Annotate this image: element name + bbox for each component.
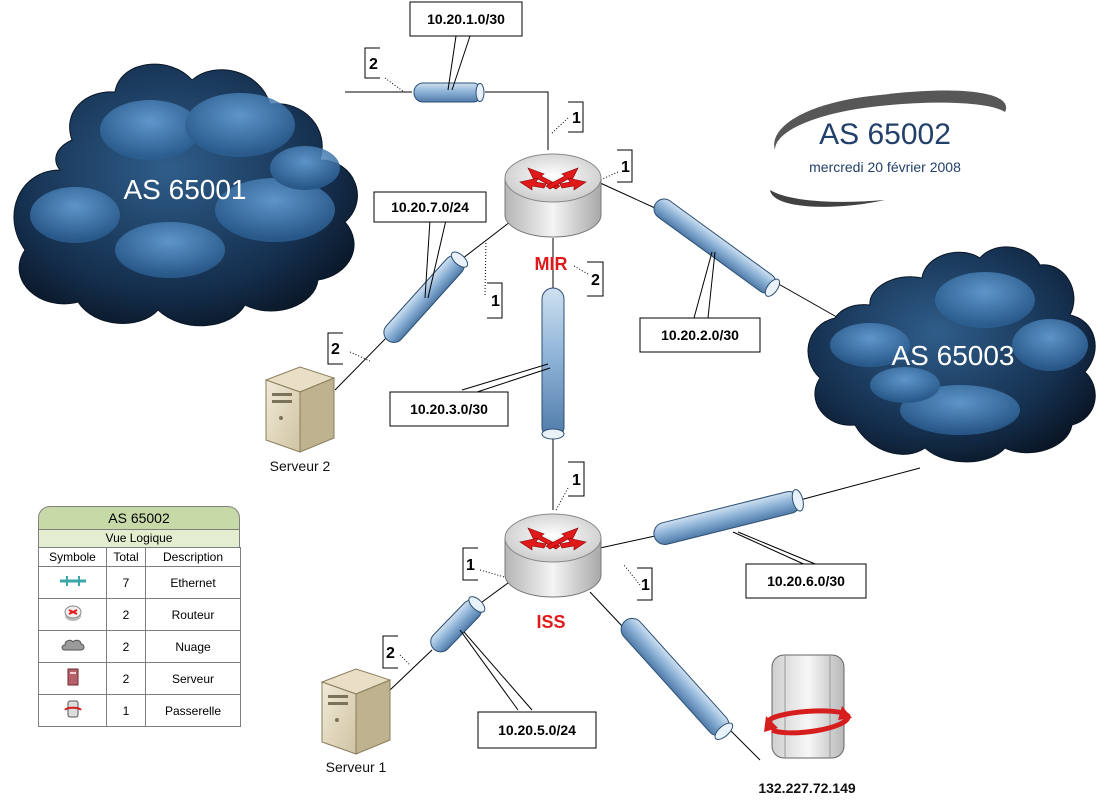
legend-row: 1 Passerelle [38, 694, 241, 727]
subnet-label-n1: 10.20.1.0/30 [409, 1, 523, 37]
link-mir-n2 [597, 181, 656, 209]
as65002-title-block: AS 65002 mercredi 20 février 2008 [770, 90, 1007, 207]
port-label: 1 [621, 159, 630, 176]
router-icon [38, 598, 107, 631]
legend-total: 2 [106, 630, 146, 663]
legend-row: 7 Ethernet [38, 566, 241, 599]
legend-header-description: Description [145, 547, 241, 567]
server-serveur1-label: Serveur 1 [326, 759, 387, 775]
legend-total: 1 [106, 694, 146, 727]
port-numbers: 2 1 1 1 2 2 1 1 1 2 [331, 56, 650, 662]
port-label: 1 [572, 110, 581, 127]
gateway-server[interactable]: 132.227.72.149 [758, 654, 856, 796]
swoosh-shape [774, 90, 1007, 150]
ethernet-pipe-n6[interactable] [652, 488, 806, 546]
server-serveur2[interactable]: Serveur 2 [264, 366, 336, 474]
router-mir[interactable]: MIR [504, 153, 602, 274]
port-label: 1 [641, 577, 650, 594]
link-n1-mir [485, 91, 549, 150]
server-icon [38, 662, 107, 695]
cloud-as65001-puffs [30, 93, 340, 278]
legend-header-symbole: Symbole [38, 547, 107, 567]
subnet-label-n3: 10.20.3.0/30 [389, 391, 509, 427]
router-mir-label: MIR [535, 254, 568, 274]
link-n2-cloud3 [774, 281, 843, 321]
ethernet-pipe-n3[interactable] [541, 287, 565, 440]
ethernet-pipe-n5[interactable] [427, 594, 488, 656]
legend-total: 2 [106, 662, 146, 695]
link-n5-srv1 [389, 649, 433, 691]
link-gw-server [727, 727, 761, 761]
swoosh-shape-lower [770, 190, 885, 207]
ethernet-pipe-n7[interactable] [380, 249, 470, 346]
legend-subtitle: Vue Logique [38, 530, 240, 547]
legend-row: 2 Serveur [38, 662, 241, 695]
subnet-label-n5: 10.20.5.0/24 [477, 711, 597, 749]
legend-description: Routeur [145, 598, 241, 631]
svg-text:10.20.2.0/30: 10.20.2.0/30 [661, 327, 739, 343]
port-label: 1 [572, 472, 581, 489]
subnet-leaders [424, 35, 821, 711]
svg-text:10.20.1.0/30: 10.20.1.0/30 [427, 11, 505, 27]
legend-table: AS 65002 Vue Logique Symbole Total Descr… [38, 506, 241, 732]
legend-description: Passerelle [145, 694, 241, 727]
cloud-as65003-label: AS 65003 [892, 340, 1015, 371]
link-n6-cloud3 [799, 467, 921, 501]
legend-grid: Symbole Total Description 7 Ethernet 2 R… [38, 547, 241, 727]
gateway-icon [38, 694, 107, 727]
port-label: 1 [491, 293, 500, 310]
cloud-as65001-label: AS 65001 [124, 174, 247, 205]
subnet-label-n6: 10.20.6.0/30 [745, 563, 867, 599]
link-iss-n6 [599, 535, 656, 549]
port-callouts [327, 47, 653, 669]
subnet-label-n2: 10.20.2.0/30 [639, 317, 761, 353]
legend-description: Ethernet [145, 566, 241, 599]
router-iss[interactable]: ISS [504, 513, 602, 632]
link-iss-gw [589, 591, 623, 627]
legend-description: Serveur [145, 662, 241, 695]
gateway-label: 132.227.72.149 [758, 780, 856, 796]
cloud-as65003-puffs [830, 272, 1088, 435]
ethernet-pipe-n2[interactable] [650, 195, 782, 299]
cloud-as65001[interactable]: AS 65001 [13, 63, 358, 327]
router-arrows-icon [519, 167, 587, 191]
svg-text:10.20.6.0/30: 10.20.6.0/30 [767, 573, 845, 589]
server-serveur1[interactable]: Serveur 1 [320, 668, 392, 775]
legend-total: 7 [106, 566, 146, 599]
port-label: 2 [331, 341, 340, 358]
connection-lines [334, 91, 921, 761]
link-n7-srv2 [334, 331, 393, 391]
svg-text:10.20.5.0/24: 10.20.5.0/24 [498, 722, 576, 738]
legend-header-row: Symbole Total Description [38, 547, 241, 567]
legend-description: Nuage [145, 630, 241, 663]
router-arrows-icon [519, 527, 587, 551]
port-label: 2 [386, 645, 395, 662]
legend-row: 2 Routeur [38, 598, 241, 631]
port-label: 2 [591, 272, 600, 289]
link-mir-n7 [457, 221, 511, 263]
svg-text:10.20.3.0/30: 10.20.3.0/30 [410, 401, 488, 417]
subnet-label-n7: 10.20.7.0/24 [373, 191, 487, 223]
as65002-title: AS 65002 [819, 118, 951, 151]
ethernet-icon [38, 566, 107, 599]
legend-header-total: Total [106, 547, 146, 567]
ethernet-pipe-n1[interactable] [413, 82, 485, 103]
legend-total: 2 [106, 598, 146, 631]
as65002-date: mercredi 20 février 2008 [809, 159, 961, 175]
router-iss-label: ISS [536, 612, 565, 632]
link-iss-n5 [477, 579, 513, 606]
port-label: 2 [369, 56, 378, 73]
cloud-icon [38, 630, 107, 663]
server-serveur2-label: Serveur 2 [270, 458, 331, 474]
legend-row: 2 Nuage [38, 630, 241, 663]
legend-title: AS 65002 [38, 506, 240, 530]
ethernet-pipe-gateway[interactable] [617, 614, 736, 742]
svg-text:10.20.7.0/24: 10.20.7.0/24 [391, 199, 469, 215]
port-label: 1 [466, 557, 475, 574]
cloud-as65003[interactable]: AS 65003 [807, 246, 1096, 463]
